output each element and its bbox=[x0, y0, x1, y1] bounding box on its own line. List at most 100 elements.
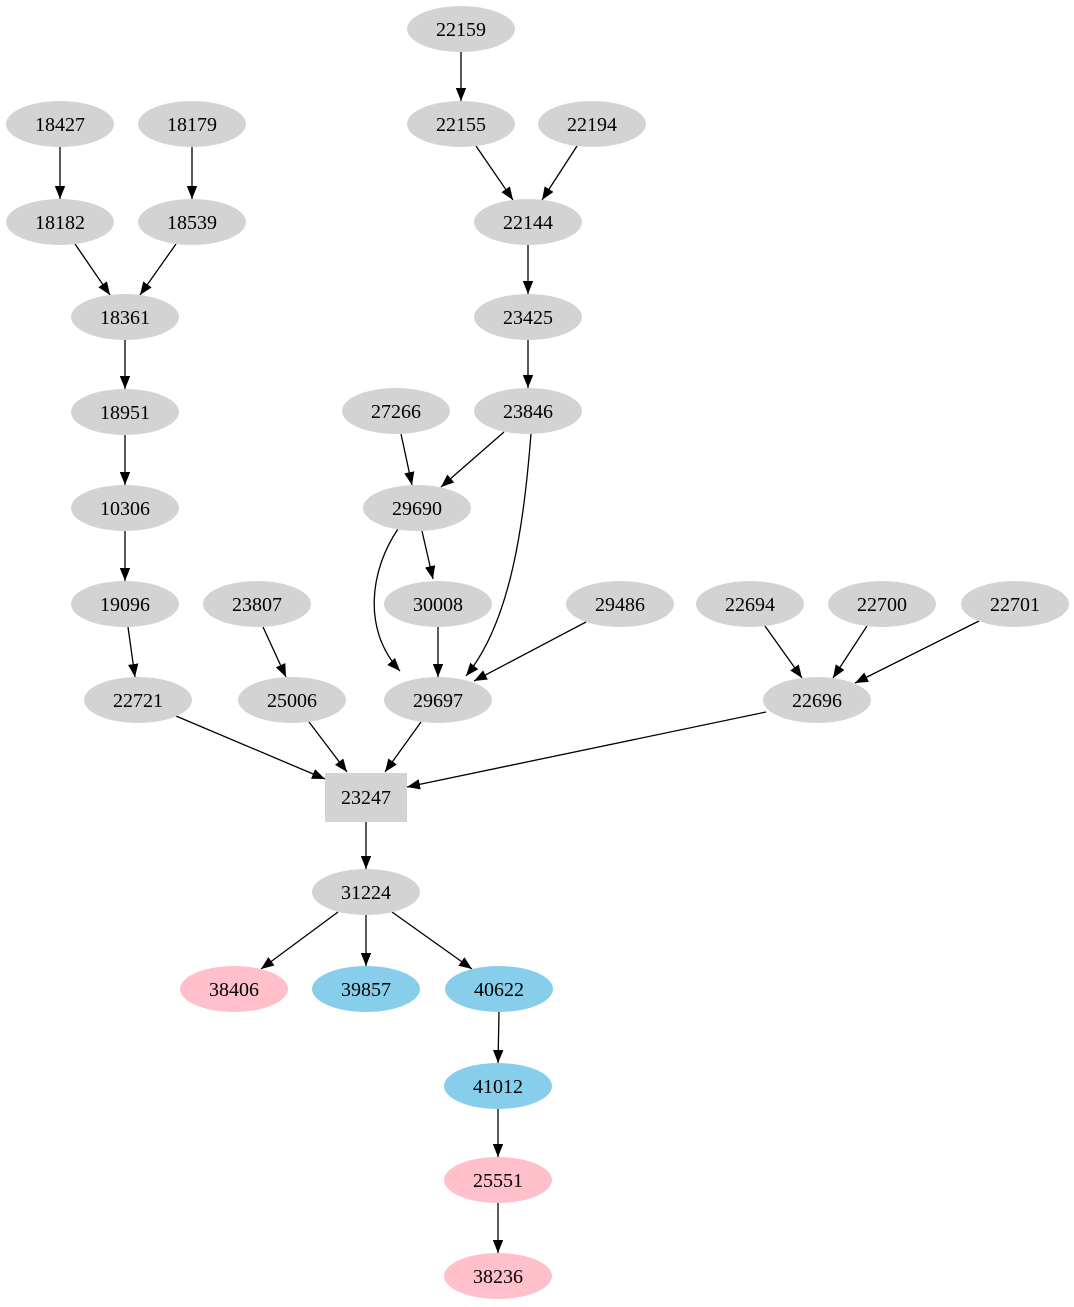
node-40622: 40622 bbox=[445, 966, 553, 1012]
node-18539: 18539 bbox=[138, 199, 246, 245]
node-23247: 23247 bbox=[325, 773, 407, 822]
node-22194-shape bbox=[538, 101, 646, 147]
node-23846-label: 23846 bbox=[503, 401, 553, 423]
node-30008-shape bbox=[384, 581, 492, 627]
node-41012-shape bbox=[444, 1063, 552, 1109]
node-18182: 18182 bbox=[6, 199, 114, 245]
node-29486: 29486 bbox=[566, 581, 674, 627]
node-18179: 18179 bbox=[138, 101, 246, 147]
node-31224-label: 31224 bbox=[341, 882, 391, 904]
edges-layer bbox=[54, 52, 980, 1253]
node-22696-label: 22696 bbox=[792, 690, 842, 712]
node-41012-label: 41012 bbox=[473, 1076, 523, 1098]
edge-27266-29690 bbox=[400, 433, 415, 486]
node-18361-shape bbox=[71, 294, 179, 340]
node-10306-label: 10306 bbox=[100, 498, 150, 520]
node-29690-shape bbox=[363, 485, 471, 531]
node-22700-shape bbox=[828, 581, 936, 627]
node-22696-shape bbox=[763, 677, 871, 723]
edge-19096-22721 bbox=[127, 626, 139, 678]
node-39857-shape bbox=[312, 966, 420, 1012]
node-22700-label: 22700 bbox=[857, 594, 907, 616]
node-25551: 25551 bbox=[444, 1157, 552, 1203]
node-29690-label: 29690 bbox=[392, 498, 442, 520]
node-18539-label: 18539 bbox=[167, 212, 217, 234]
node-19096-label: 19096 bbox=[100, 594, 150, 616]
node-22694: 22694 bbox=[696, 581, 804, 627]
edge-29690-29697 bbox=[373, 528, 401, 672]
node-18951-shape bbox=[71, 389, 179, 435]
node-22159: 22159 bbox=[407, 6, 515, 52]
edge-31224-38406 bbox=[260, 911, 339, 970]
node-29486-label: 29486 bbox=[595, 594, 645, 616]
node-23807-label: 23807 bbox=[232, 594, 282, 616]
node-19096: 19096 bbox=[71, 581, 179, 627]
node-23247-label: 23247 bbox=[341, 787, 391, 809]
edge-22194-22144 bbox=[541, 145, 578, 201]
node-18427: 18427 bbox=[6, 101, 114, 147]
node-22159-label: 22159 bbox=[436, 19, 486, 41]
node-19096-shape bbox=[71, 581, 179, 627]
node-40622-shape bbox=[445, 966, 553, 1012]
node-29486-shape bbox=[566, 581, 674, 627]
node-38406-shape bbox=[180, 966, 288, 1012]
node-38406: 38406 bbox=[180, 966, 288, 1012]
node-22721-shape bbox=[84, 677, 192, 723]
node-30008: 30008 bbox=[384, 581, 492, 627]
node-23425: 23425 bbox=[474, 294, 582, 340]
node-22721: 22721 bbox=[84, 677, 192, 723]
node-29697: 29697 bbox=[384, 677, 492, 723]
node-25006-label: 25006 bbox=[267, 690, 317, 712]
node-22144-shape bbox=[474, 199, 582, 245]
node-30008-label: 30008 bbox=[413, 594, 463, 616]
node-22144-label: 22144 bbox=[503, 212, 553, 234]
node-25551-label: 25551 bbox=[473, 1170, 523, 1192]
node-18951: 18951 bbox=[71, 389, 179, 435]
edge-22721-23247 bbox=[175, 715, 326, 780]
edge-23846-29697 bbox=[465, 433, 532, 677]
node-38236-shape bbox=[444, 1253, 552, 1299]
node-38406-label: 38406 bbox=[209, 979, 259, 1001]
node-23846: 23846 bbox=[474, 388, 582, 434]
node-18361-label: 18361 bbox=[100, 307, 150, 329]
edge-22155-22144 bbox=[475, 145, 514, 201]
edge-25006-23247 bbox=[308, 721, 348, 773]
node-27266: 27266 bbox=[342, 388, 450, 434]
node-18182-shape bbox=[6, 199, 114, 245]
node-25551-shape bbox=[444, 1157, 552, 1203]
edge-18539-18361 bbox=[139, 243, 177, 296]
node-25006: 25006 bbox=[238, 677, 346, 723]
node-18427-shape bbox=[6, 101, 114, 147]
node-22701: 22701 bbox=[961, 581, 1069, 627]
node-39857-label: 39857 bbox=[341, 979, 391, 1001]
edge-22694-22696 bbox=[764, 625, 803, 679]
node-18361: 18361 bbox=[71, 294, 179, 340]
node-22155: 22155 bbox=[407, 101, 515, 147]
node-22155-label: 22155 bbox=[436, 114, 486, 136]
node-18427-label: 18427 bbox=[35, 114, 85, 136]
node-23846-shape bbox=[474, 388, 582, 434]
node-18179-label: 18179 bbox=[167, 114, 217, 136]
node-38236-label: 38236 bbox=[473, 1266, 523, 1288]
node-10306-shape bbox=[71, 485, 179, 531]
node-22694-shape bbox=[696, 581, 804, 627]
edge-18182-18361 bbox=[74, 243, 111, 296]
edge-29690-30008 bbox=[421, 530, 436, 580]
node-39857: 39857 bbox=[312, 966, 420, 1012]
node-18179-shape bbox=[138, 101, 246, 147]
edge-23807-25006 bbox=[262, 626, 287, 678]
edge-22701-22696 bbox=[854, 620, 980, 684]
node-23247-shape bbox=[325, 773, 407, 822]
node-22194-label: 22194 bbox=[567, 114, 617, 136]
node-27266-label: 27266 bbox=[371, 401, 421, 423]
node-22155-shape bbox=[407, 101, 515, 147]
node-27266-shape bbox=[342, 388, 450, 434]
node-38236: 38236 bbox=[444, 1253, 552, 1299]
node-41012: 41012 bbox=[444, 1063, 552, 1109]
node-29697-shape bbox=[384, 677, 492, 723]
edge-22700-22696 bbox=[832, 625, 868, 679]
node-23425-label: 23425 bbox=[503, 307, 553, 329]
node-18951-label: 18951 bbox=[100, 402, 150, 424]
edge-22696-23247 bbox=[406, 711, 767, 790]
